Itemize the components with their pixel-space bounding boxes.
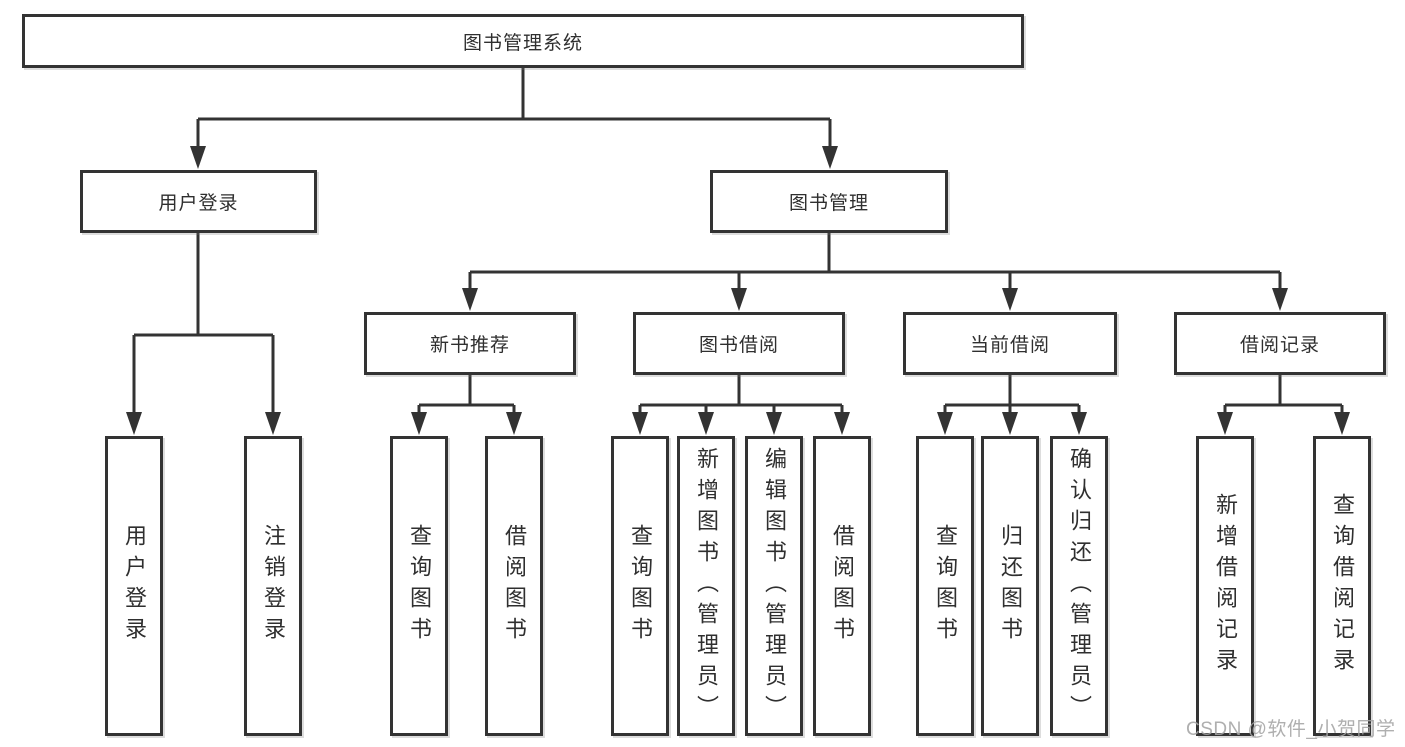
node-user-login: 用户登录: [80, 170, 317, 233]
node-borrow-record: 借阅记录: [1174, 312, 1386, 375]
csdn-watermark: CSDN @软件_小贺同学: [1186, 719, 1396, 740]
node-book-borrow: 图书借阅: [633, 312, 845, 375]
node-current-borrow: 当前借阅: [903, 312, 1117, 375]
leaf-recommend-borrow-books: 借阅图书: [485, 436, 543, 736]
leaf-borrow-borrow-books: 借阅图书: [813, 436, 871, 736]
node-root-system: 图书管理系统: [22, 14, 1024, 68]
leaf-current-query-books: 查询图书: [916, 436, 974, 736]
leaf-borrow-add-books-admin: 新增图书（管理员）: [677, 436, 735, 736]
leaf-current-return-books: 归还图书: [981, 436, 1039, 736]
leaf-user-login: 用户登录: [105, 436, 163, 736]
leaf-logout-login: 注销登录: [244, 436, 302, 736]
leaf-record-add-borrow-record: 新增借阅记录: [1196, 436, 1254, 736]
leaf-current-confirm-return-admin: 确认归还（管理员）: [1050, 436, 1108, 736]
leaf-borrow-edit-books-admin: 编辑图书（管理员）: [745, 436, 803, 736]
leaf-recommend-query-books: 查询图书: [390, 436, 448, 736]
leaf-borrow-query-books: 查询图书: [611, 436, 669, 736]
node-new-book-recommend: 新书推荐: [364, 312, 576, 375]
node-book-management: 图书管理: [710, 170, 948, 233]
leaf-record-query-borrow-record: 查询借阅记录: [1313, 436, 1371, 736]
